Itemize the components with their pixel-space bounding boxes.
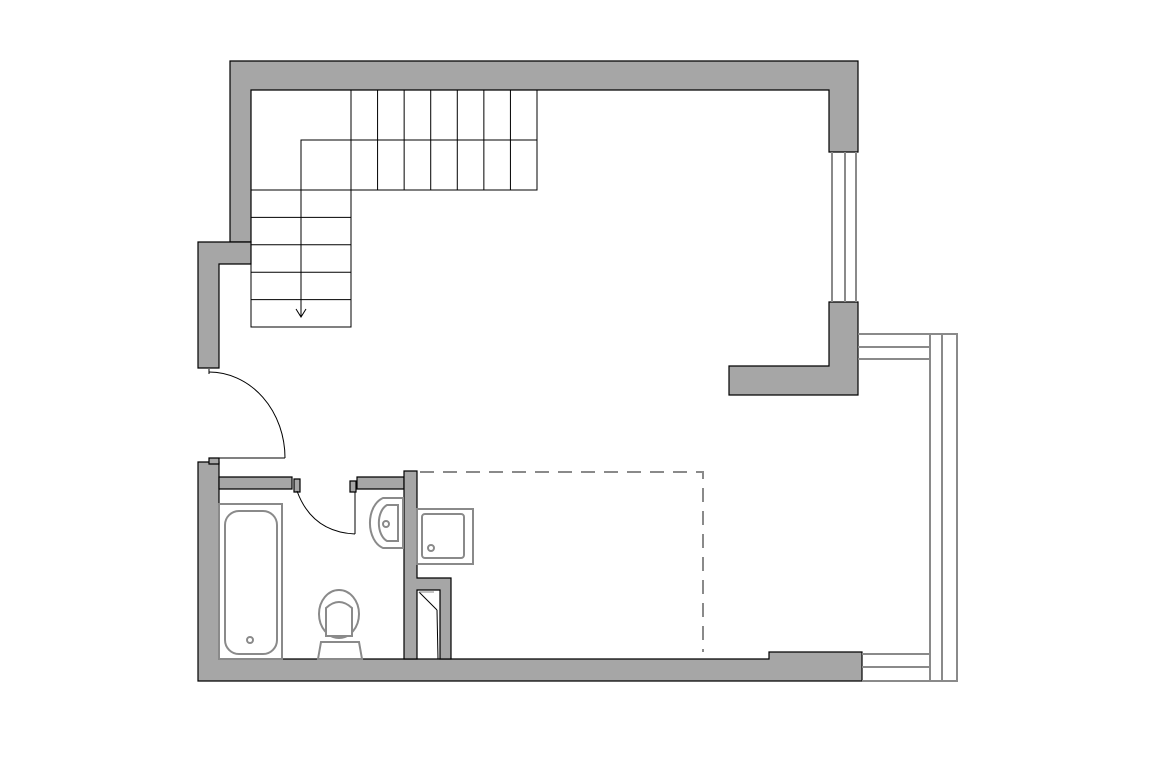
stair-walk-line bbox=[300, 139, 525, 316]
window-icon bbox=[929, 334, 958, 681]
wall-bath-top-left bbox=[218, 476, 293, 490]
walls bbox=[197, 60, 863, 682]
entry-door[interactable] bbox=[208, 369, 286, 459]
wall-left-upper bbox=[197, 241, 252, 369]
stair-arrow-down-icon bbox=[295, 308, 307, 318]
door-jamb-right bbox=[349, 480, 357, 493]
wall-right-lower bbox=[728, 301, 859, 396]
staircase bbox=[250, 89, 538, 328]
bathtub-icon bbox=[218, 503, 283, 660]
sink-icon bbox=[368, 497, 404, 549]
windows bbox=[831, 152, 958, 682]
door-swing-icon bbox=[296, 490, 356, 535]
wall-bath-stub bbox=[208, 457, 220, 465]
niche-door bbox=[418, 591, 439, 660]
dashed-zone-outline bbox=[420, 471, 704, 652]
shower-tray-icon bbox=[416, 508, 474, 565]
bathroom-fixtures bbox=[218, 497, 474, 660]
bathroom-door[interactable] bbox=[296, 490, 356, 535]
door-swing-icon bbox=[208, 371, 286, 459]
wall-bath-top-right bbox=[356, 476, 405, 490]
toilet-icon bbox=[316, 589, 364, 660]
door-jamb-left bbox=[293, 478, 301, 493]
window-icon bbox=[831, 152, 857, 302]
wall-bottom bbox=[197, 461, 863, 682]
wall-top bbox=[229, 60, 859, 243]
window-icon bbox=[862, 653, 958, 682]
